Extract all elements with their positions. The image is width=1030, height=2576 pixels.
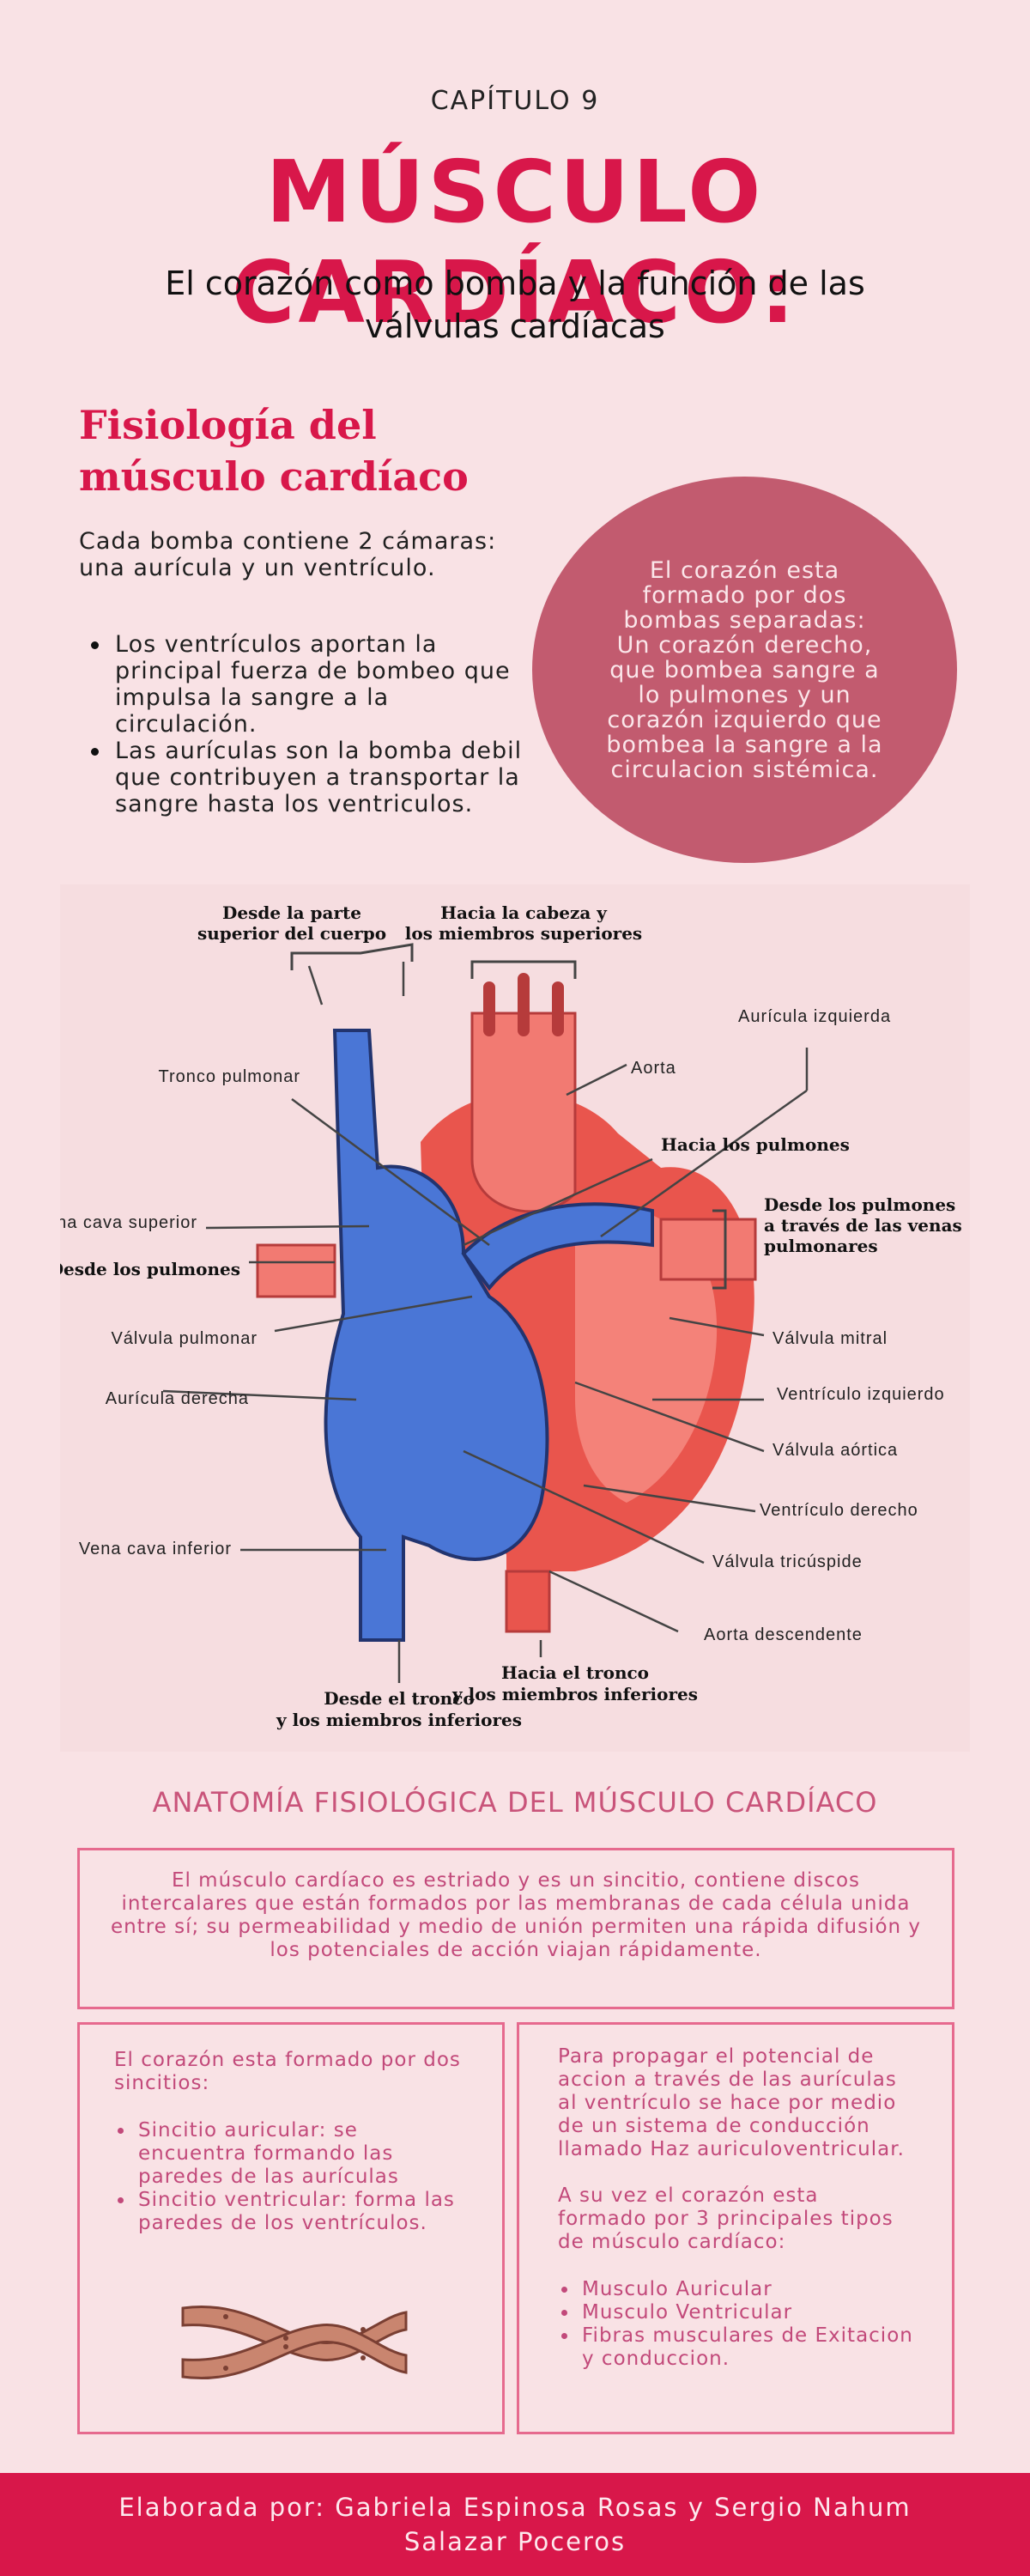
leader-lines — [162, 962, 809, 1683]
label-head-limbs: Hacia la cabeza y — [440, 902, 608, 923]
muscle-types-list: Musculo Auricular Musculo Ventricular Fi… — [558, 2278, 913, 2371]
section-title-anatomy: ANATOMÍA FISIOLÓGICA DEL MÚSCULO CARDÍAC… — [152, 1786, 878, 1819]
bracket-top-center — [470, 960, 577, 979]
list-item: Sincitio ventricular: forma las paredes … — [114, 2189, 468, 2235]
label-head-limbs-2: los miembros superiores — [405, 923, 642, 944]
list-item: Los ventrículos aportan la principal fue… — [79, 631, 525, 738]
label-descending-aorta: Aorta descendente — [704, 1625, 863, 1644]
bracket-top-left — [290, 943, 414, 970]
descending-aorta — [505, 1570, 551, 1633]
label-from-lungs: Desde los pulmones — [60, 1259, 240, 1279]
label-superior-body: Desde la parte — [222, 902, 361, 923]
list-item: Sincitio auricular: se encuentra formand… — [114, 2119, 468, 2189]
heart-diagram: Desde la parte superior del cuerpo Hacia… — [35, 884, 970, 1752]
bracket-right — [712, 1209, 727, 1290]
label-mitral-valve: Válvula mitral — [772, 1329, 888, 1348]
label-from-lungs-veins: Desde los pulmones — [764, 1194, 955, 1215]
page-title: MÚSCULO CARDÍACO: — [232, 142, 798, 343]
list-item: Musculo Ventricular — [558, 2301, 913, 2324]
heart-illustration: Desde la parte superior del cuerpo Hacia… — [35, 884, 970, 1752]
pulmonary-veins-right — [659, 1218, 757, 1281]
label-right-atrium: Aurícula derecha — [106, 1389, 249, 1408]
physiology-bullet-list: Los ventrículos aportan la principal fue… — [79, 631, 525, 817]
anatomy-summary-box: El músculo cardíaco es estriado y es un … — [77, 1848, 954, 2009]
section-title-physiology: Fisiología del músculo cardíaco — [79, 402, 469, 500]
footer: Elaborada por: Gabriela Espinosa Rosas y… — [0, 2473, 1030, 2576]
footer-credit: Elaborada por: Gabriela Espinosa Rosas y… — [118, 2493, 912, 2556]
syncytium-intro: El corazón esta formado por dos sincitio… — [114, 2049, 461, 2094]
list-item: Fibras musculares de Exitacion y conducc… — [558, 2324, 913, 2371]
label-aortic-valve: Válvula aórtica — [772, 1441, 898, 1460]
conduction-para-1: Para propagar el potencial de accion a t… — [558, 2045, 905, 2160]
conduction-box: Para propagar el potencial de accion a t… — [517, 2022, 954, 2434]
syncytium-list: Sincitio auricular: se encuentra formand… — [114, 2119, 468, 2235]
label-aorta: Aorta — [631, 1059, 676, 1078]
right-heart — [324, 1029, 549, 1642]
syncytium-box: El corazón esta formado por dos sincitio… — [77, 2022, 505, 2434]
label-inferior-vena-cava: Vena cava inferior — [79, 1540, 232, 1558]
physiology-intro: Cada bomba contiene 2 cámaras: una auríc… — [79, 528, 497, 581]
page-subtitle: El corazón como bomba y la función de la… — [165, 264, 865, 345]
aorta-arch — [470, 1012, 577, 1213]
label-superior-body-2: superior del cuerpo — [197, 923, 386, 944]
label-left-atrium: Aurícula izquierda — [738, 1007, 891, 1026]
label-to-trunk: Hacia el tronco — [501, 1662, 649, 1683]
anatomy-summary-text: El músculo cardíaco es estriado y es un … — [110, 1869, 922, 1961]
info-circle: El corazón esta formado por dos bombas s… — [532, 477, 957, 863]
aorta-branches — [483, 973, 564, 1036]
label-to-lungs: Hacia los pulmones — [661, 1134, 850, 1155]
pulmonary-trunk — [461, 1202, 654, 1291]
label-from-lungs-veins-2: a través de las venas — [764, 1215, 962, 1236]
label-superior-vena-cava: Vena cava superior — [60, 1213, 197, 1232]
info-circle-text: El corazón esta formado por dos bombas s… — [606, 556, 883, 783]
list-item: Musculo Auricular — [558, 2278, 913, 2301]
list-item: Las aurículas son la bomba debil que con… — [79, 738, 525, 817]
pulmonary-veins-left — [256, 1243, 336, 1298]
label-trunk-lower-limbs-2: y los miembros inferiores — [276, 1710, 522, 1730]
label-right-ventricle: Ventrículo derecho — [760, 1501, 918, 1520]
label-pulmonary-valve: Válvula pulmonar — [111, 1329, 258, 1348]
label-trunk-lower-limbs: Desde el tronco — [324, 1688, 474, 1709]
label-pulmonary-trunk: Tronco pulmonar — [159, 1067, 300, 1086]
label-from-lungs-veins-3: pulmonares — [764, 1236, 878, 1256]
conduction-para-2: A su vez el corazón esta formado por 3 p… — [558, 2184, 894, 2253]
chapter-label: CAPÍTULO 9 — [430, 86, 600, 116]
label-tricuspid-valve: Válvula tricúspide — [712, 1552, 863, 1571]
label-to-trunk-2: y los miembros inferiores — [451, 1684, 698, 1704]
muscle-fibers-illustration — [181, 2306, 408, 2379]
label-left-ventricle: Ventrículo izquierdo — [777, 1385, 945, 1404]
